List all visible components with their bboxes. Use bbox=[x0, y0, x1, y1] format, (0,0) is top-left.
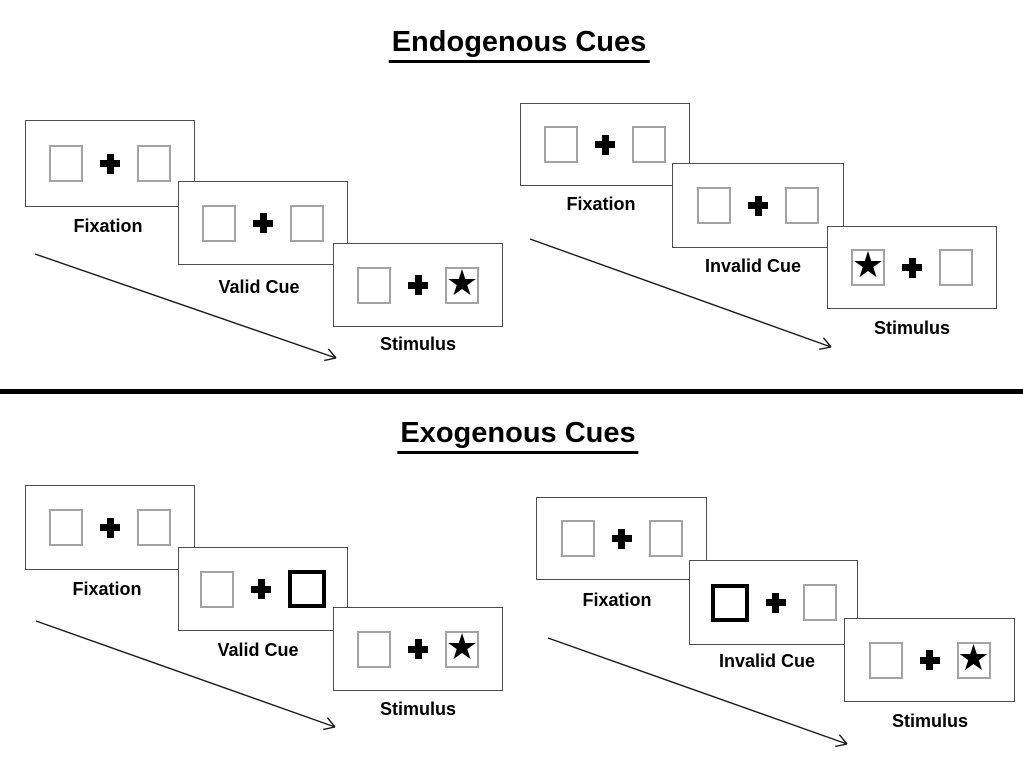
fixation-cross-icon bbox=[408, 639, 428, 659]
frame-content: ★ ★ bbox=[544, 126, 666, 163]
left-box: ★ bbox=[357, 630, 391, 668]
fixation-area bbox=[902, 257, 922, 278]
section-divider bbox=[0, 389, 1023, 394]
right-box: ★ bbox=[137, 145, 171, 182]
fixation-area bbox=[251, 579, 271, 599]
section-title-exogenous: Exogenous Cues bbox=[397, 417, 639, 455]
fixation-area bbox=[253, 213, 273, 233]
fixation-cross-icon bbox=[765, 592, 786, 613]
timeline-arrow-exogenous-invalid bbox=[547, 637, 848, 748]
frame-endogenous-valid-valid-cue: ★ ★ bbox=[178, 181, 348, 265]
left-box: ★ bbox=[357, 266, 391, 304]
timeline-arrow-endogenous-invalid bbox=[529, 238, 832, 351]
fixation-cross-icon bbox=[595, 134, 615, 155]
frame-exogenous-invalid-invalid-cue: ★ ★ bbox=[689, 560, 858, 645]
star-stimulus-icon: ★ bbox=[851, 245, 885, 286]
star-stimulus-icon: ★ bbox=[445, 626, 479, 668]
right-box: ★ bbox=[939, 249, 973, 286]
frame-endogenous-invalid-invalid-cue: ★ ★ bbox=[672, 163, 844, 248]
fixation-cross-icon bbox=[748, 195, 768, 216]
frame-content: ★ ★ bbox=[200, 570, 326, 608]
fixation-area bbox=[100, 153, 120, 174]
frame-endogenous-valid-fixation: ★ ★ bbox=[25, 120, 195, 207]
frame-content: ★ ★ bbox=[851, 245, 973, 286]
left-box: ★ bbox=[851, 245, 885, 286]
frame-endogenous-invalid-fixation: ★ ★ bbox=[520, 103, 690, 186]
frame-label-endogenous-invalid-fixation: Fixation bbox=[566, 194, 636, 214]
frame-content: ★ ★ bbox=[710, 583, 837, 622]
right-box: ★ bbox=[137, 509, 171, 546]
fixation-area bbox=[595, 134, 615, 155]
frame-exogenous-invalid-fixation: ★ ★ bbox=[536, 497, 707, 580]
frame-label-exogenous-invalid-fixation: Fixation bbox=[582, 590, 652, 610]
section-title-endogenous: Endogenous Cues bbox=[388, 26, 650, 64]
frame-content: ★ ★ bbox=[202, 204, 324, 242]
left-box: ★ bbox=[560, 520, 595, 557]
timeline-arrow-endogenous-valid bbox=[34, 253, 337, 362]
left-box: ★ bbox=[697, 187, 731, 224]
frame-endogenous-invalid-stimulus: ★ ★ bbox=[827, 226, 997, 309]
frame-label-endogenous-valid-fixation: Fixation bbox=[73, 216, 143, 236]
fixation-area bbox=[765, 592, 786, 613]
left-box: ★ bbox=[710, 583, 749, 622]
right-box: ★ bbox=[445, 626, 479, 668]
left-box: ★ bbox=[544, 126, 578, 163]
fixation-area bbox=[919, 650, 940, 670]
frame-content: ★ ★ bbox=[560, 520, 683, 557]
fixation-cross-icon bbox=[253, 213, 273, 233]
frame-label-endogenous-valid-valid-cue: Valid Cue bbox=[218, 277, 300, 297]
frame-label-exogenous-valid-valid-cue: Valid Cue bbox=[217, 640, 299, 660]
right-box: ★ bbox=[288, 570, 326, 608]
frame-content: ★ ★ bbox=[697, 187, 819, 224]
fixation-area bbox=[100, 517, 120, 538]
star-stimulus-icon: ★ bbox=[445, 262, 479, 304]
fixation-cross-icon bbox=[408, 275, 428, 295]
fixation-area bbox=[611, 528, 632, 549]
left-box: ★ bbox=[868, 641, 903, 679]
frame-exogenous-invalid-stimulus: ★ ★ bbox=[844, 618, 1015, 702]
frame-exogenous-valid-valid-cue: ★ ★ bbox=[178, 547, 348, 631]
fixation-cross-icon bbox=[100, 517, 120, 538]
frame-label-endogenous-invalid-stimulus: Stimulus bbox=[873, 318, 951, 338]
right-box: ★ bbox=[632, 126, 666, 163]
fixation-cross-icon bbox=[902, 257, 922, 278]
fixation-cross-icon bbox=[251, 579, 271, 599]
frame-content: ★ ★ bbox=[357, 626, 479, 668]
star-stimulus-icon: ★ bbox=[957, 637, 990, 679]
fixation-cross-icon bbox=[611, 528, 632, 549]
frame-content: ★ ★ bbox=[868, 637, 991, 679]
fixation-cross-icon bbox=[919, 650, 940, 670]
fixation-cross-icon bbox=[100, 153, 120, 174]
fixation-area bbox=[748, 195, 768, 216]
frame-exogenous-valid-stimulus: ★ ★ bbox=[333, 607, 503, 691]
timeline-arrow-exogenous-valid bbox=[35, 620, 336, 731]
right-box: ★ bbox=[445, 262, 479, 304]
right-box: ★ bbox=[802, 584, 837, 621]
frame-label-endogenous-valid-stimulus: Stimulus bbox=[379, 334, 457, 354]
frame-label-exogenous-invalid-invalid-cue: Invalid Cue bbox=[718, 651, 816, 671]
fixation-area bbox=[408, 275, 428, 295]
frame-content: ★ ★ bbox=[49, 509, 171, 546]
frame-content: ★ ★ bbox=[357, 262, 479, 304]
left-box: ★ bbox=[49, 145, 83, 182]
frame-label-exogenous-valid-fixation: Fixation bbox=[72, 579, 142, 599]
frame-content: ★ ★ bbox=[49, 145, 171, 182]
frame-endogenous-valid-stimulus: ★ ★ bbox=[333, 243, 503, 327]
left-box: ★ bbox=[202, 204, 236, 242]
frame-label-exogenous-valid-stimulus: Stimulus bbox=[379, 699, 457, 719]
frame-exogenous-valid-fixation: ★ ★ bbox=[25, 485, 195, 570]
right-box: ★ bbox=[785, 187, 819, 224]
frame-label-exogenous-invalid-stimulus: Stimulus bbox=[891, 711, 969, 731]
left-box: ★ bbox=[200, 570, 234, 608]
right-box: ★ bbox=[648, 520, 683, 557]
fixation-area bbox=[408, 639, 428, 659]
left-box: ★ bbox=[49, 509, 83, 546]
right-box: ★ bbox=[290, 204, 324, 242]
frame-label-endogenous-invalid-invalid-cue: Invalid Cue bbox=[704, 256, 802, 276]
right-box: ★ bbox=[956, 637, 991, 679]
